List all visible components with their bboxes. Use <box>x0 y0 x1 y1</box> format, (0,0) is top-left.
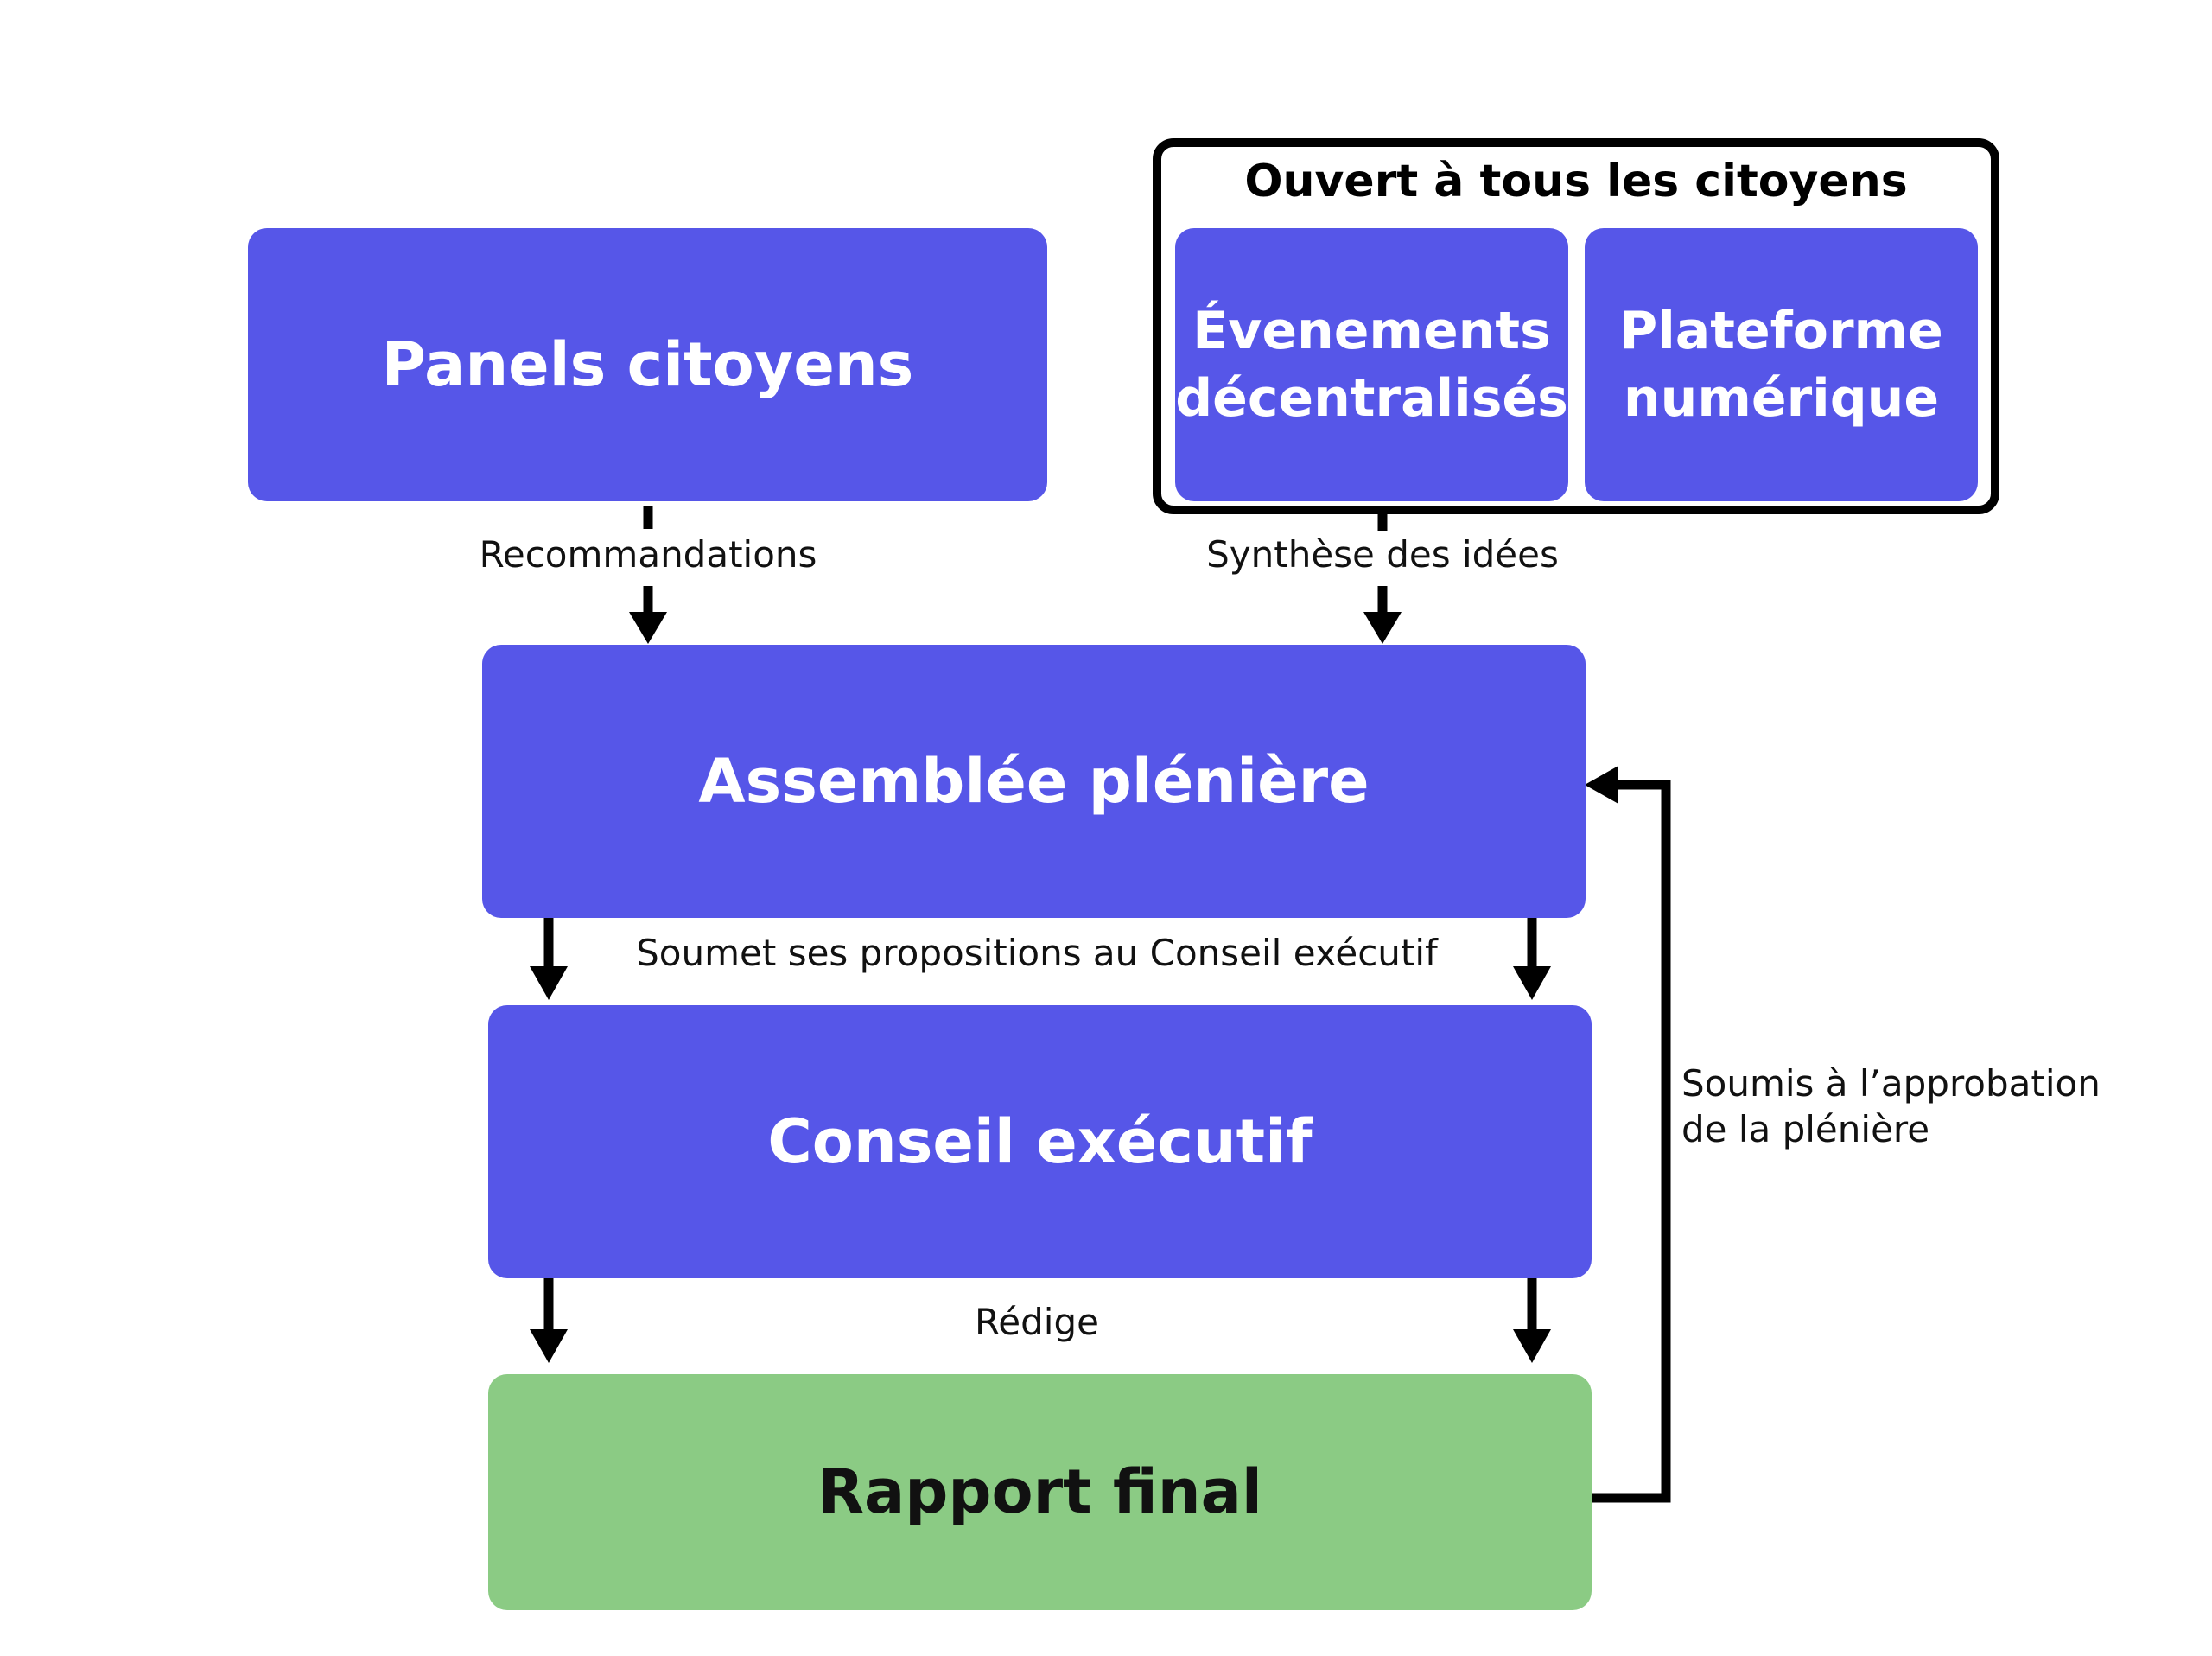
node-evenements-decentralises-label: Évenements décentralisés <box>1175 301 1568 429</box>
arrow-council-to-report-left <box>530 1277 568 1363</box>
node-plateforme-numerique-label: Plateforme numérique <box>1619 301 1943 429</box>
arrow-assembly-to-council-left <box>530 916 568 1000</box>
arrow-council-to-report-right <box>1513 1277 1551 1363</box>
node-assemblee-pleniere: Assemblée plénière <box>482 645 1586 918</box>
edge-label-approbation: Soumis à l’approbation de la plénière <box>1681 1062 2101 1150</box>
node-panels-citoyens-label: Panels citoyens <box>381 328 914 400</box>
group-open-to-all <box>1153 138 1999 514</box>
edge-label-recommandations: Recommandations <box>479 533 817 576</box>
edge-label-soumet: Soumet ses propositions au Conseil exécu… <box>636 932 1438 974</box>
arrow-report-to-assembly <box>1585 766 1671 1503</box>
edge-label-synthese: Synthèse des idées <box>1206 533 1559 576</box>
edge-label-redige: Rédige <box>975 1301 1099 1343</box>
arrow-panels-to-assembly <box>629 506 667 644</box>
arrow-open-group-to-assembly <box>1363 514 1402 644</box>
arrow-assembly-to-council-right <box>1513 916 1551 1000</box>
group-open-to-all-title: Ouvert à tous les citoyens <box>1244 156 1908 207</box>
node-plateforme-numerique: Plateforme numérique <box>1585 228 1978 501</box>
node-panels-citoyens: Panels citoyens <box>248 228 1047 501</box>
node-conseil-executif: Conseil exécutif <box>488 1005 1592 1278</box>
node-rapport-final: Rapport final <box>488 1374 1592 1610</box>
node-conseil-executif-label: Conseil exécutif <box>767 1105 1313 1177</box>
node-assemblee-pleniere-label: Assemblée plénière <box>698 745 1370 817</box>
node-evenements-decentralises: Évenements décentralisés <box>1175 228 1568 501</box>
node-rapport-final-label: Rapport final <box>817 1456 1262 1527</box>
